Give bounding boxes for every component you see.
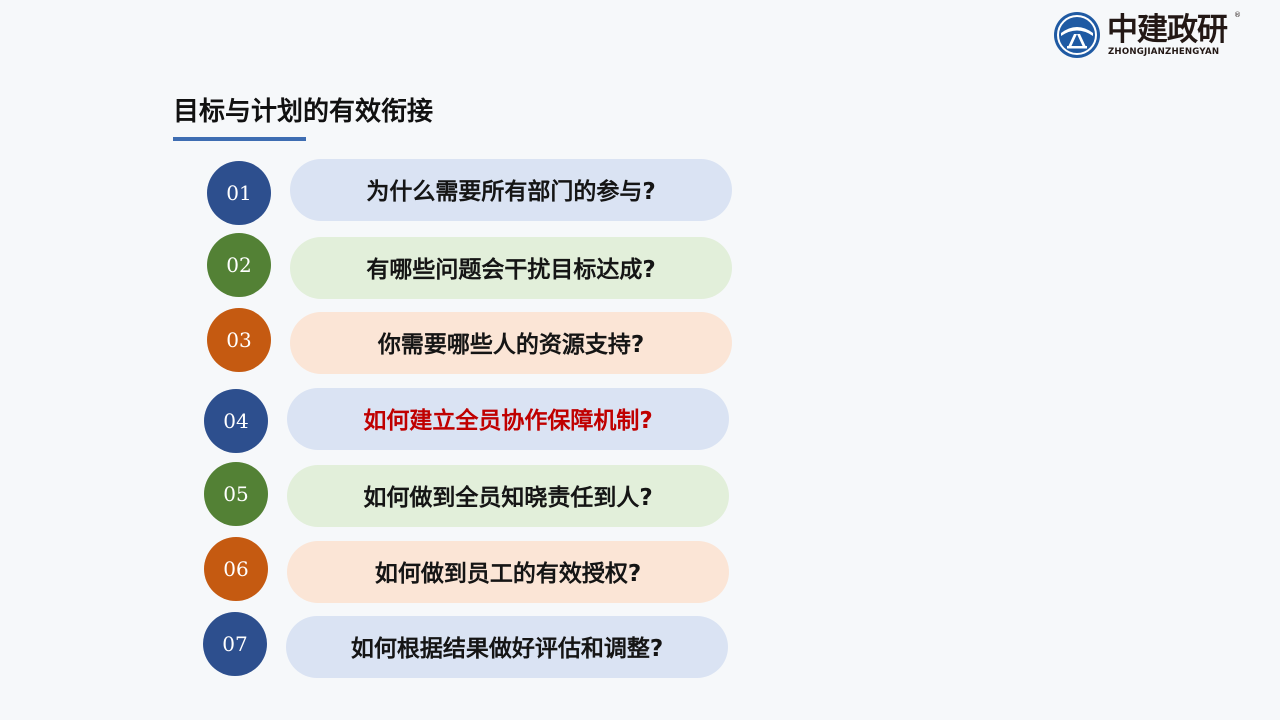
- item-question-text: 你需要哪些人的资源支持?: [290, 312, 732, 374]
- list-item: 01 为什么需要所有部门的参与?: [0, 0, 732, 225]
- item-number-badge: 06: [204, 537, 268, 601]
- item-number-badge: 01: [207, 161, 271, 225]
- item-number-badge: 07: [203, 612, 267, 676]
- item-question-text: 如何做到员工的有效授权?: [287, 541, 729, 603]
- brand-name-en: ZHONGJIANZHENGYAN: [1108, 47, 1220, 57]
- brand-emblem-icon: [1054, 12, 1100, 58]
- item-question-text: 如何做到全员知晓责任到人?: [287, 465, 729, 527]
- list-item: 03 你需要哪些人的资源支持?: [0, 0, 732, 374]
- item-question-text: 如何根据结果做好评估和调整?: [286, 616, 728, 678]
- item-number-badge: 03: [207, 308, 271, 372]
- brand-logo: 中建政研 ® ZHONGJIANZHENGYAN: [1053, 11, 1243, 61]
- list-item: 06 如何做到员工的有效授权?: [0, 0, 729, 603]
- item-number-badge: 04: [204, 389, 268, 453]
- item-question-text: 如何建立全员协作保障机制?: [287, 388, 729, 450]
- page-title: 目标与计划的有效衔接: [173, 97, 434, 127]
- title-underline: [173, 137, 306, 141]
- item-question-text: 有哪些问题会干扰目标达成?: [290, 237, 732, 299]
- item-number-badge: 05: [204, 462, 268, 526]
- item-question-text: 为什么需要所有部门的参与?: [290, 159, 732, 221]
- list-item: 04 如何建立全员协作保障机制?: [0, 0, 729, 453]
- list-item: 05 如何做到全员知晓责任到人?: [0, 0, 729, 527]
- brand-name-cn: 中建政研: [1107, 12, 1228, 48]
- list-item: 02 有哪些问题会干扰目标达成?: [0, 0, 732, 299]
- list-item: 07 如何根据结果做好评估和调整?: [0, 0, 728, 678]
- registered-mark: ®: [1234, 11, 1241, 19]
- item-number-badge: 02: [207, 233, 271, 297]
